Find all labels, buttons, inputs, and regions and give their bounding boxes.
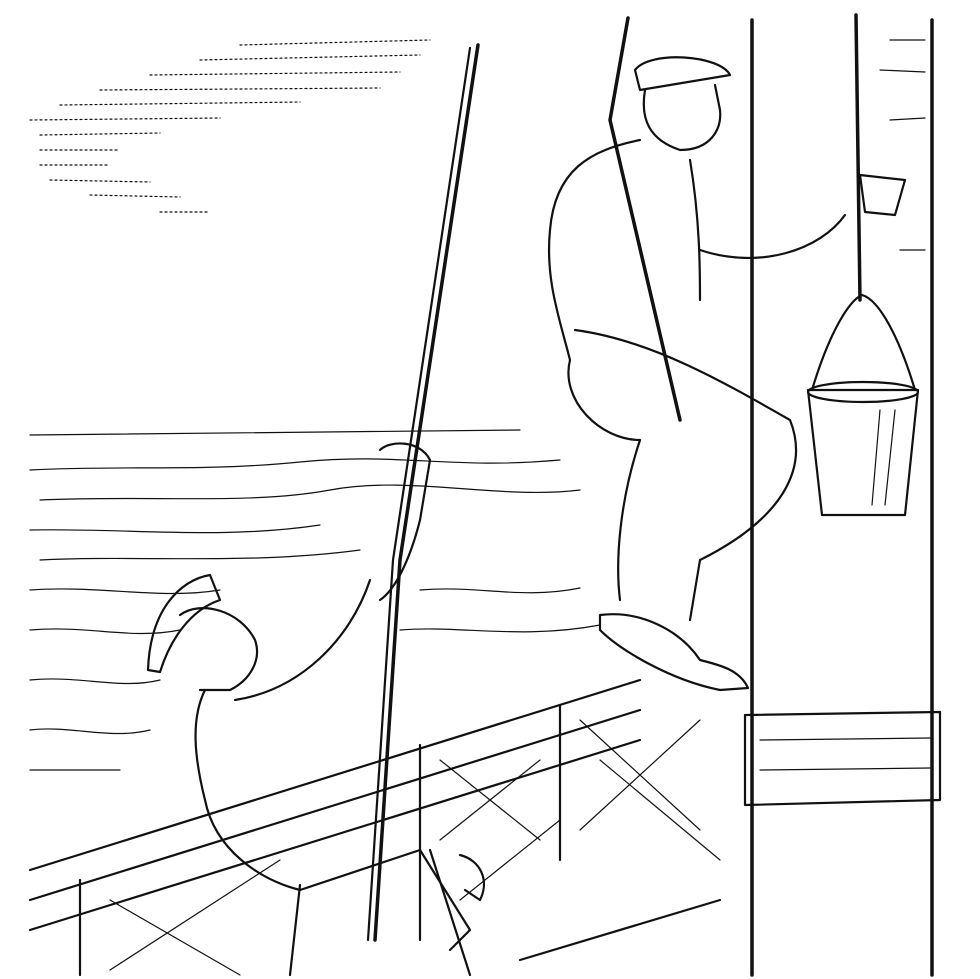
sailor-hauling-rope — [146, 442, 485, 977]
railing-netting — [109, 719, 721, 976]
paint-brush — [858, 173, 907, 217]
ropes — [366, 13, 862, 942]
paint-bucket — [806, 293, 920, 517]
sailor-painting-mast — [547, 56, 907, 692]
sea — [29, 429, 601, 771]
sky-hatching — [29, 39, 431, 213]
deck-railing — [28, 678, 722, 977]
mast — [743, 18, 942, 977]
